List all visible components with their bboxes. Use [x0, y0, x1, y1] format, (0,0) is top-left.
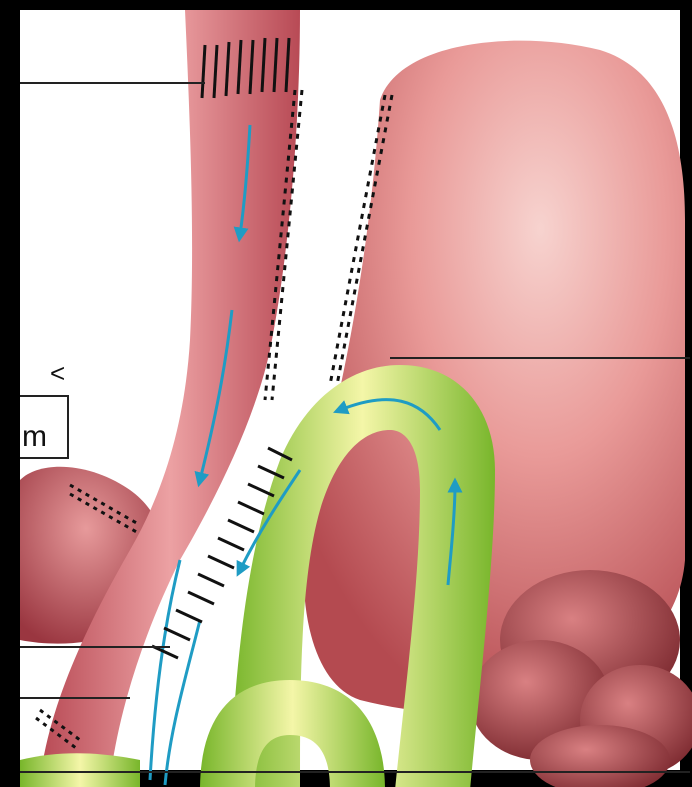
angle-mark-label: < — [50, 360, 65, 386]
left-limb-end — [20, 753, 140, 787]
cm-label-fragment: m — [22, 420, 47, 454]
